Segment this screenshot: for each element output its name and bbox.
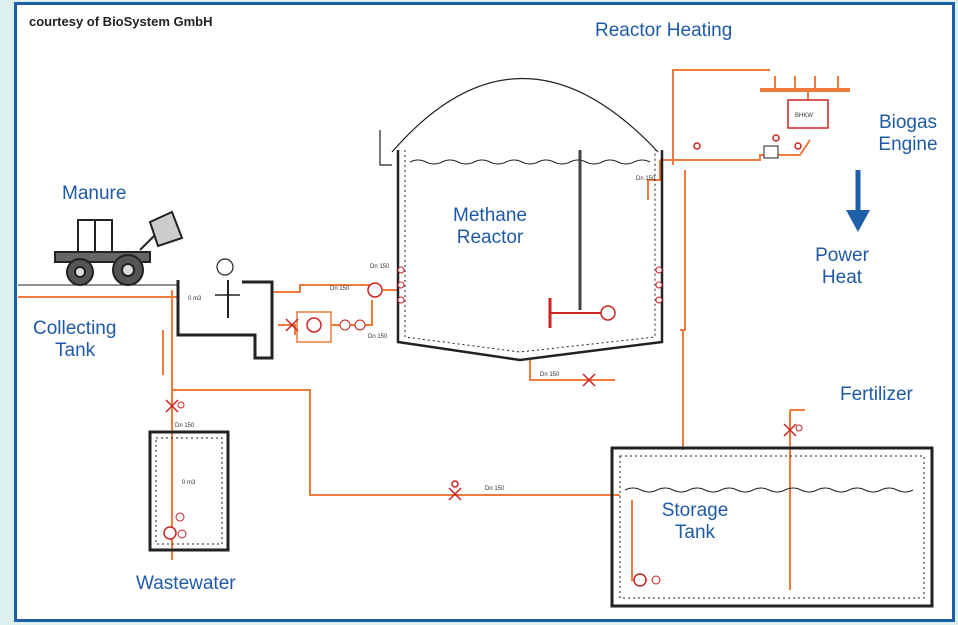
reactor-outlet-pipe bbox=[529, 360, 615, 381]
svg-text:Dn 150: Dn 150 bbox=[370, 264, 390, 270]
wastewater-tank: 0 m3 bbox=[148, 399, 230, 552]
svg-text:BHKW: BHKW bbox=[795, 113, 813, 119]
biogas-engine-label: Biogas Engine bbox=[868, 112, 948, 156]
svg-text:0 m3: 0 m3 bbox=[182, 480, 196, 486]
heating-return-pipe bbox=[647, 160, 661, 200]
pump-out-pipe bbox=[330, 300, 373, 326]
svg-text:Dn 150: Dn 150 bbox=[330, 286, 350, 292]
storage-suction-pipe bbox=[631, 500, 640, 581]
down-arrow-icon bbox=[846, 170, 870, 232]
pipe-network bbox=[18, 69, 850, 590]
storage-tank-label-line1: Storage bbox=[661, 500, 729, 521]
reactor-vent bbox=[379, 130, 392, 166]
fertilizer-label: Fertilizer bbox=[840, 384, 913, 405]
reactor-liquid-level bbox=[409, 159, 651, 165]
methane-reactor-label-line1: Methane bbox=[453, 205, 527, 226]
wastewater-label: Wastewater bbox=[136, 573, 236, 594]
collecting-tank-label-line1: Collecting bbox=[33, 318, 117, 339]
svg-text:Dn 150: Dn 150 bbox=[485, 486, 505, 492]
reactor-wall bbox=[396, 150, 664, 362]
storage-feed-pipe bbox=[172, 389, 620, 496]
biogas-engine-label-line1: Biogas bbox=[878, 112, 938, 133]
storage-tank bbox=[610, 423, 934, 608]
power-heat-label: Power Heat bbox=[807, 245, 877, 289]
reactor-insulation bbox=[404, 150, 656, 353]
methane-reactor bbox=[379, 78, 664, 362]
methane-reactor-label: Methane Reactor bbox=[440, 205, 540, 249]
svg-text:Dn 150: Dn 150 bbox=[540, 372, 560, 378]
biogas-engine-label-line2: Engine bbox=[878, 134, 938, 155]
pipe-labels: Dn 150 Dn 150 Dn 150 Dn 150 bbox=[175, 176, 656, 492]
valves bbox=[285, 134, 802, 501]
feed-pipe bbox=[272, 284, 376, 293]
reactor-dome bbox=[391, 78, 659, 153]
methane-reactor-label-line2: Reactor bbox=[456, 227, 524, 248]
heating-supply-pipe bbox=[672, 69, 770, 165]
manure-label: Manure bbox=[62, 183, 127, 204]
collecting-tank-label-line2: Tank bbox=[55, 340, 96, 361]
feed-pump: Dn 150 Dn 150 Dn 150 bbox=[296, 264, 390, 343]
gas-pipe bbox=[660, 139, 811, 161]
power-label: Power bbox=[815, 245, 869, 266]
credit-caption: courtesy of BioSystem GmbH bbox=[29, 14, 213, 29]
svg-text:Dn 150: Dn 150 bbox=[175, 423, 195, 429]
svg-text:0 m3: 0 m3 bbox=[188, 296, 202, 302]
storage-tank-label-line2: Tank bbox=[674, 522, 716, 543]
pump-pipe bbox=[278, 324, 296, 335]
heating-coil-pipe bbox=[680, 170, 686, 331]
heating-branches bbox=[774, 76, 839, 90]
wheel-loader-icon bbox=[18, 210, 184, 286]
storage-tank-label: Storage Tank bbox=[645, 500, 745, 544]
collecting-tank: 0 m3 bbox=[176, 258, 274, 360]
collecting-tank-label: Collecting Tank bbox=[33, 318, 116, 362]
biogas-engine-unit: BHKW bbox=[763, 99, 829, 159]
svg-text:Dn 150: Dn 150 bbox=[368, 334, 388, 340]
reactor-heating-label: Reactor Heating bbox=[595, 20, 733, 41]
heat-label: Heat bbox=[821, 267, 863, 288]
svg-text:Dn 150: Dn 150 bbox=[636, 176, 656, 182]
